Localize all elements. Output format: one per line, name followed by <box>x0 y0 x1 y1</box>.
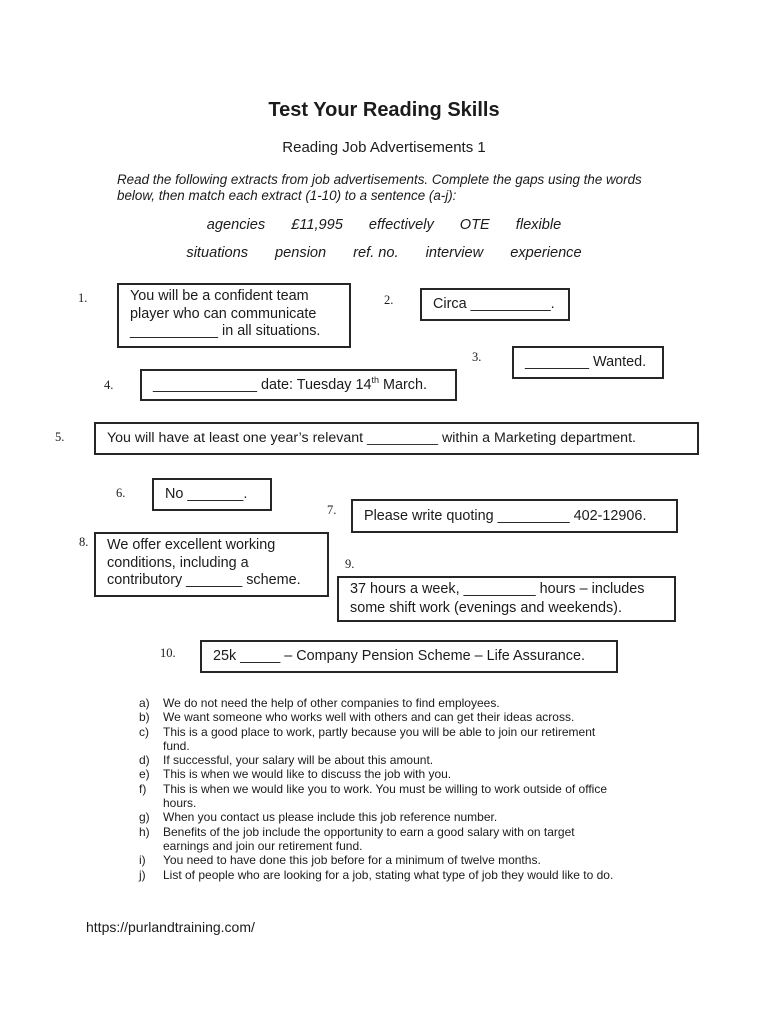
extract-8-box: We offer excellent working conditions, i… <box>94 532 329 597</box>
sentence-letter: c) <box>139 724 149 739</box>
sentence-text: We want someone who works well with othe… <box>163 710 575 725</box>
instructions-text: Read the following extracts from job adv… <box>117 172 642 203</box>
sentence-item-i: i) You need to have done this job before… <box>139 853 667 867</box>
sentence-text: List of people who are looking for a job… <box>163 867 614 882</box>
sentence-item-h: h) Benefits of the job include the oppor… <box>139 825 667 854</box>
word-bank-word: flexible <box>515 217 562 233</box>
sentence-letter: h) <box>139 824 150 839</box>
sentence-text: We do not need the help of other compani… <box>163 696 500 710</box>
extract-4-text: _____________ date: Tuesday 14th March. <box>153 374 427 393</box>
sentence-item-b: b) We want someone who works well with o… <box>139 710 667 724</box>
word-bank-word: interview <box>425 245 484 261</box>
sentence-item-g: g) When you contact us please include th… <box>139 810 667 824</box>
page-subtitle: Reading Job Advertisements 1 <box>282 139 486 156</box>
sentence-letter: g) <box>139 810 150 825</box>
extract-10-number: 10. <box>160 646 176 660</box>
word-bank-word: £11,995 <box>291 217 343 233</box>
extract-1-box: You will be a confident team player who … <box>117 283 351 348</box>
sentence-text: Benefits of the job include the opportun… <box>163 824 575 853</box>
extract-3-box: ________ Wanted. <box>512 346 664 379</box>
sentence-list: a) We do not need the help of other comp… <box>139 696 667 882</box>
extract-3-text: ________ Wanted. <box>525 354 647 370</box>
sentence-text: When you contact us please include this … <box>163 810 498 825</box>
extract-5-text: You will have at least one year’s releva… <box>107 430 636 446</box>
extract-3-number: 3. <box>472 350 482 364</box>
sentence-item-a: a) We do not need the help of other comp… <box>139 696 667 710</box>
word-bank-word: agencies <box>206 217 266 233</box>
page-title: Test Your Reading Skills <box>268 99 500 121</box>
extract-9-text: 37 hours a week, _________ hours – inclu… <box>350 581 645 616</box>
word-bank-word: OTE <box>459 217 490 233</box>
sentence-text: This is a good place to work, partly bec… <box>163 724 596 753</box>
extract-2-box: Circa __________. <box>420 288 570 321</box>
word-bank-word: effectively <box>368 217 434 233</box>
word-bank-word: experience <box>510 245 582 261</box>
sentence-letter: j) <box>139 867 146 882</box>
extract-5-number: 5. <box>55 430 65 444</box>
extract-2-text: Circa __________. <box>433 296 555 312</box>
extract-4-box: _____________ date: Tuesday 14th March. <box>140 369 457 401</box>
sentence-text: This is when we would like you to work. … <box>163 781 607 811</box>
extract-7-text: Please write quoting _________ 402-12906… <box>364 507 647 524</box>
sentence-item-e: e) This is when we would like to discuss… <box>139 767 667 781</box>
extract-7-number: 7. <box>327 503 337 517</box>
sentence-letter: a) <box>139 696 150 710</box>
sentence-letter: b) <box>139 710 150 725</box>
extract-6-text: No _______. <box>165 486 248 502</box>
extract-6-number: 6. <box>116 486 126 500</box>
word-bank-word: ref. no. <box>353 245 399 261</box>
extract-6-box: No _______. <box>152 478 272 511</box>
sentence-item-f: f) This is when we would like you to wor… <box>139 782 667 811</box>
extract-4-number: 4. <box>104 378 114 392</box>
extract-1-number: 1. <box>78 291 88 305</box>
extract-7-box: Please write quoting _________ 402-12906… <box>351 499 678 533</box>
sentence-letter: d) <box>139 753 150 768</box>
word-bank-row-1: agencies £11,995 effectively OTE flexibl… <box>0 217 768 233</box>
extract-9-box: 37 hours a week, _________ hours – inclu… <box>337 576 676 622</box>
word-bank-word: pension <box>275 245 327 261</box>
extract-10-box: 25k _____ – Company Pension Scheme – Lif… <box>200 640 618 673</box>
sentence-text: If successful, your salary will be about… <box>163 753 434 768</box>
extract-2-number: 2. <box>384 293 394 307</box>
footer-url[interactable]: https://purlandtraining.com/ <box>86 919 255 935</box>
extract-8-text: We offer excellent working conditions, i… <box>107 537 301 589</box>
sentence-text: This is when we would like to discuss th… <box>163 767 452 782</box>
sentence-text: You need to have done this job before fo… <box>163 853 541 868</box>
sentence-item-j: j) List of people who are looking for a … <box>139 868 667 882</box>
sentence-item-d: d) If successful, your salary will be ab… <box>139 753 667 767</box>
sentence-letter: f) <box>139 781 147 796</box>
sentence-item-c: c) This is a good place to work, partly … <box>139 725 667 754</box>
extract-9-number: 9. <box>345 557 355 571</box>
sentence-letter: e) <box>139 767 150 782</box>
extract-8-number: 8. <box>79 535 89 549</box>
word-bank-word: situations <box>186 245 249 261</box>
extract-1-text: You will be a confident team player who … <box>130 288 321 340</box>
sentence-letter: i) <box>139 853 146 868</box>
extract-5-box: You will have at least one year’s releva… <box>94 422 699 455</box>
word-bank-row-2: situations pension ref. no. interview ex… <box>0 245 768 261</box>
ordinal-superscript: th <box>371 374 379 385</box>
extract-10-text: 25k _____ – Company Pension Scheme – Lif… <box>213 648 585 664</box>
